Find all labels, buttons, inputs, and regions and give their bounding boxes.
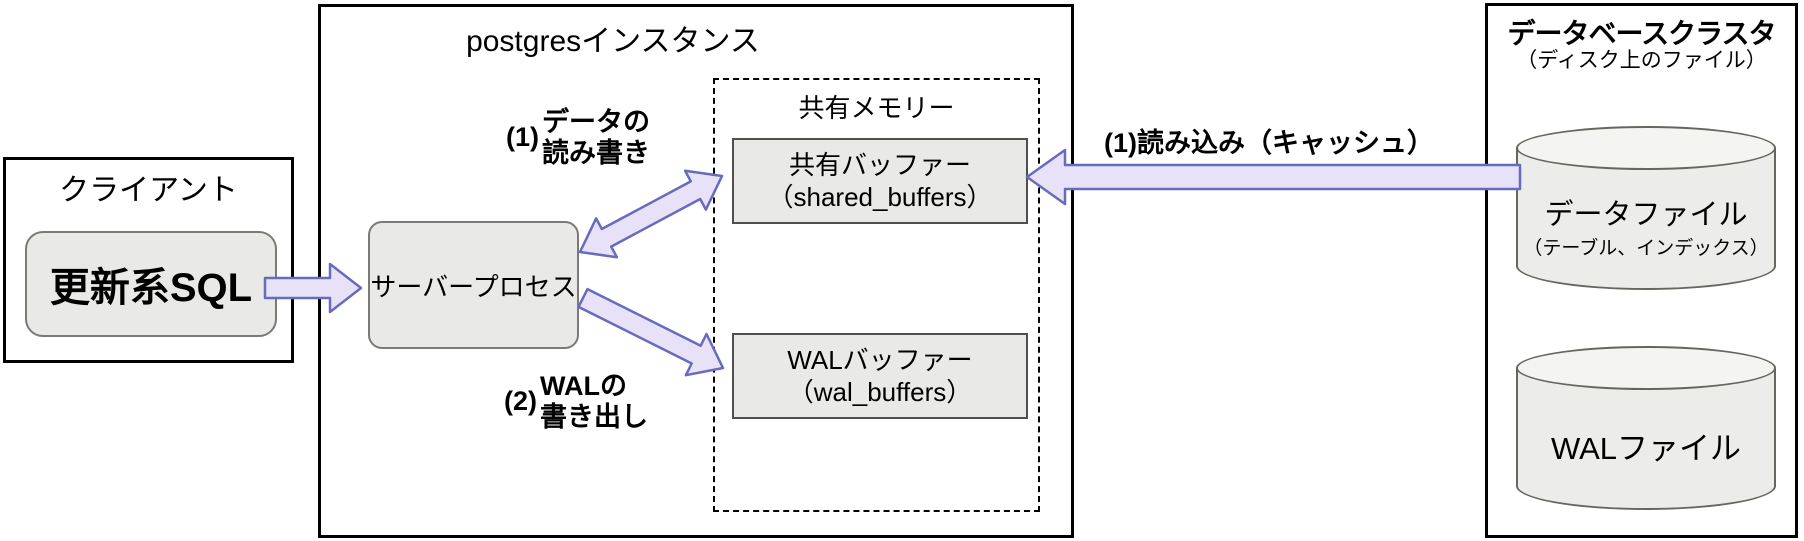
database-cluster-title: データベースクラスタ xyxy=(1507,18,1776,49)
label-data-read-write-line1: データの xyxy=(542,107,650,137)
client-box: クライアント 更新系SQL xyxy=(3,157,294,363)
label-read-cache: (1)読み込み（キャッシュ） xyxy=(1104,128,1434,158)
label-data-read-write: (1) データの 読み書き xyxy=(506,107,650,168)
data-file-cylinder-body: データファイル （テーブル、インデックス） xyxy=(1516,148,1776,290)
label-wal-write-num: (2) xyxy=(504,386,537,417)
server-process-label: サーバープロセス xyxy=(370,271,577,302)
shared-memory-title: 共有メモリー xyxy=(798,93,955,123)
shared-buffers-label: 共有バッファー xyxy=(788,149,971,180)
wal-buffers-node: WALバッファー （wal_buffers） xyxy=(732,333,1028,419)
data-file-cylinder-top xyxy=(1516,126,1776,170)
shared-buffers-node: 共有バッファー （shared_buffers） xyxy=(732,138,1028,224)
label-wal-write-line2: 書き出し xyxy=(540,401,648,432)
label-data-read-write-num: (1) xyxy=(506,122,539,153)
label-wal-write: (2) WALの 書き出し xyxy=(504,371,648,432)
database-cluster-box: データベースクラスタ （ディスク上のファイル） データファイル （テーブル、イン… xyxy=(1485,3,1798,538)
shared-buffers-param: （shared_buffers） xyxy=(767,182,993,212)
wal-file-cylinder: WALファイル xyxy=(1516,346,1776,510)
wal-buffers-param: （wal_buffers） xyxy=(787,377,973,407)
data-file-sublabel: （テーブル、インデックス） xyxy=(1523,237,1769,259)
wal-file-cylinder-body: WALファイル xyxy=(1516,368,1776,510)
label-data-read-write-line2: 読み書き xyxy=(542,137,650,168)
postgres-instance-title: postgresインスタンス xyxy=(466,25,760,58)
wal-buffers-label: WALバッファー xyxy=(787,344,973,375)
wal-file-label: WALファイル xyxy=(1550,430,1742,466)
client-box-title: クライアント xyxy=(59,174,238,207)
update-sql-node: 更新系SQL xyxy=(25,231,277,337)
update-sql-label: 更新系SQL xyxy=(49,266,253,310)
wal-file-cylinder-top xyxy=(1516,346,1776,390)
data-file-cylinder: データファイル （テーブル、インデックス） xyxy=(1516,126,1776,290)
label-wal-write-line1: WALの xyxy=(540,371,627,401)
database-cluster-subtitle: （ディスク上のファイル） xyxy=(1516,49,1767,72)
server-process-node: サーバープロセス xyxy=(368,221,579,349)
shared-memory-box: 共有メモリー 共有バッファー （shared_buffers） WALバッファー… xyxy=(713,78,1040,512)
data-file-label: データファイル xyxy=(1544,198,1748,231)
postgres-instance-box: postgresインスタンス サーバープロセス 共有メモリー 共有バッファー （… xyxy=(318,4,1074,538)
